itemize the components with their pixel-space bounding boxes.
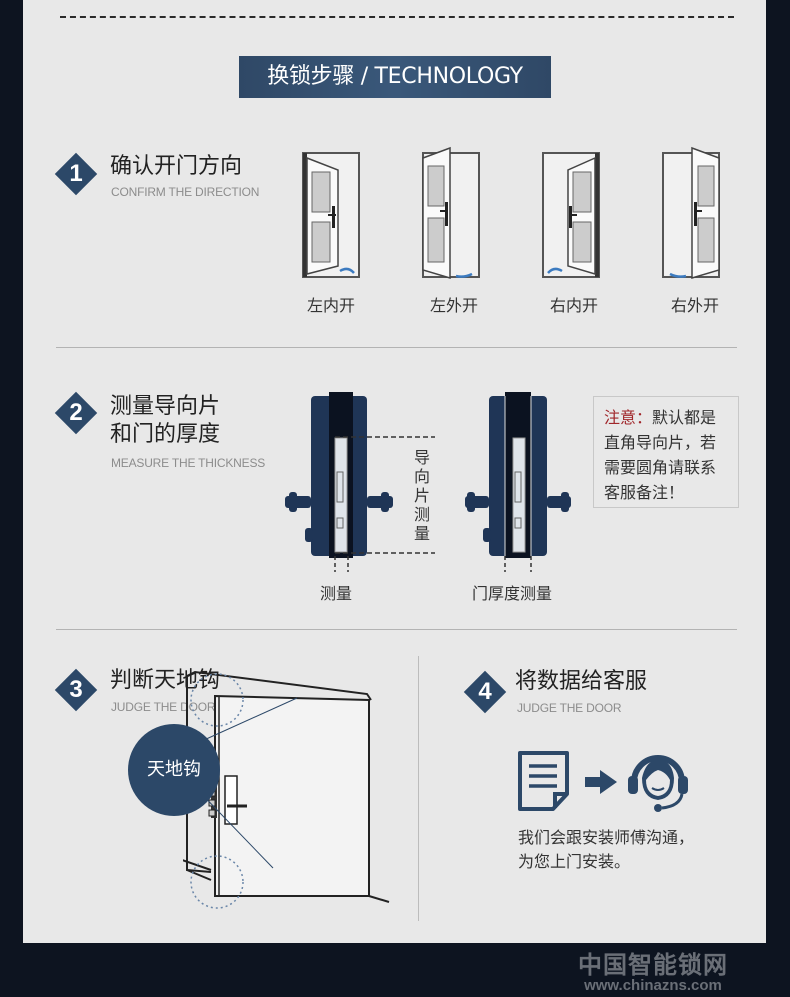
note-text: 默认都是: [652, 408, 717, 427]
step-1-title: 确认开门方向: [110, 154, 243, 179]
step-2-subtitle: MEASURE THE THICKNESS: [111, 456, 266, 470]
step-4-badge: 4: [463, 670, 507, 714]
lock-side-view-icon: [465, 392, 571, 572]
note-box: 注意：默认都是 直角导向片，若 需要圆角请联系 客服备注！: [593, 396, 739, 508]
lock-door-thickness-diagram: [463, 392, 573, 576]
door-label-right-outward: 右外开: [670, 296, 719, 315]
char: 向: [413, 467, 430, 486]
door-left-inward-icon: [302, 152, 360, 278]
watermark-url: www.chinazns.com: [584, 977, 722, 994]
step-3-badge: 3: [54, 668, 98, 712]
door-label-left-outward: 左外开: [429, 296, 478, 315]
step-number: 2: [69, 399, 83, 426]
step-2-badge: 2: [54, 391, 98, 435]
note-line-4: 客服备注！: [604, 483, 685, 502]
watermark: 中国智能锁网 www.chinazns.com: [578, 952, 728, 994]
watermark-name: 中国智能锁网: [578, 951, 728, 979]
document-icon: [518, 751, 569, 811]
step-4-subtitle: JUDGE THE DOOR: [517, 701, 622, 715]
char: 测: [413, 505, 430, 524]
door-right-inward-icon: [542, 152, 600, 278]
door-left-inward: [300, 150, 362, 284]
step-1-badge: 1: [54, 152, 98, 196]
door-with-hooks-icon: [152, 670, 390, 909]
step-2-title-line-1: 测量导向片: [110, 394, 221, 419]
door-right-outward-icon: [662, 146, 720, 280]
door-label-left-inward: 左内开: [306, 296, 355, 315]
door-hook-diagram: [152, 670, 393, 914]
char: 导: [413, 448, 430, 467]
door-right-outward: [660, 146, 724, 284]
section-banner: 换锁步骤 / TECHNOLOGY: [239, 56, 551, 98]
step-number: 1: [69, 160, 83, 187]
hook-label-circle: 天地钩: [128, 724, 220, 816]
step-3-subtitle: JUDGE THE DOOR: [111, 700, 216, 714]
measure-caption-right: 门厚度测量: [472, 584, 553, 603]
section-divider-2: [56, 629, 737, 630]
headset-agent-icon: [628, 755, 688, 812]
service-description: 我们会跟安装师傅沟通， 为您上门安装。: [518, 826, 694, 874]
vertical-divider: [418, 656, 419, 921]
note-line-1: 注意：默认都是: [604, 405, 728, 430]
service-line-1: 我们会跟安装师傅沟通，: [518, 828, 695, 847]
step-number: 3: [69, 676, 83, 703]
char: 片: [413, 486, 430, 505]
section-divider-1: [56, 347, 737, 348]
lock-guide-plate-diagram: [283, 392, 443, 576]
lock-side-view-icon: [285, 392, 435, 572]
note-prefix: 注意：: [604, 408, 653, 427]
arrow-right-icon: [585, 770, 617, 794]
measure-caption-left: 测量: [320, 584, 353, 603]
char: 量: [413, 524, 430, 543]
step-2-title-line-2: 和门的厚度: [110, 422, 221, 447]
content-panel: 换锁步骤 / TECHNOLOGY 1 确认开门方向 CONFIRM THE D…: [23, 0, 766, 943]
door-right-inward: [540, 150, 602, 284]
service-line-2: 为您上门安装。: [518, 852, 631, 871]
step-4-title: 将数据给客服: [515, 669, 648, 694]
note-line-2: 直角导向片，若: [604, 433, 717, 452]
step-1-subtitle: CONFIRM THE DIRECTION: [111, 185, 260, 199]
note-line-3: 需要圆角请联系: [604, 458, 717, 477]
door-left-outward-icon: [422, 146, 480, 280]
door-label-right-inward: 右内开: [549, 296, 598, 315]
guide-plate-measure-label: 导 向 片 测 量: [412, 448, 432, 543]
door-left-outward: [420, 146, 484, 284]
top-dashed-divider: [60, 16, 734, 18]
step-number: 4: [478, 678, 492, 705]
